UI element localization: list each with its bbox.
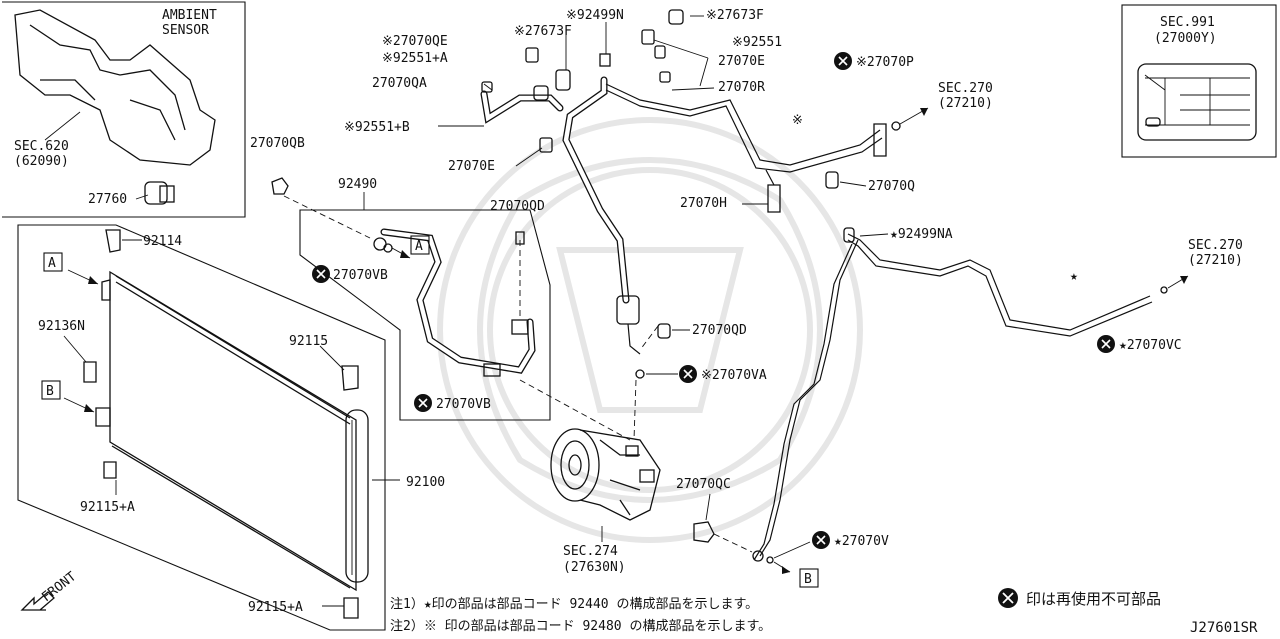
sec270-lower-1: SEC.270 [1188, 238, 1243, 253]
part-27070vc: ★27070VC [1119, 338, 1182, 353]
part-92551: ※92551 [732, 35, 782, 50]
part-27673f-right: ※27673F [706, 8, 764, 23]
part-27760: 27760 [88, 192, 127, 207]
sec991-inset: SEC.991 (27000Y) [1121, 4, 1277, 158]
diagram-code: J27601SR [1190, 620, 1258, 636]
part-92499na: ★92499NA [890, 227, 953, 242]
marker-b-box-right [799, 568, 819, 588]
sec270-lower-2: (27210) [1188, 253, 1243, 268]
star-mark-pipe: ★ [1070, 269, 1078, 284]
ambient-sec-2: (62090) [14, 154, 69, 169]
part-92115a-left: 92115+A [80, 500, 135, 515]
sec270-upper-1: SEC.270 [938, 81, 993, 96]
condenser-group [17, 224, 400, 631]
upper-piping [480, 9, 929, 355]
sec274-line2: (27630N) [563, 560, 626, 575]
marker-a-box-left [43, 252, 63, 272]
part-27070vb-bottom: 27070VB [436, 397, 491, 412]
part-92551b: ※92551+B [344, 120, 410, 135]
part-92499n: ※92499N [566, 8, 624, 23]
part-27070e-left: 27070E [448, 159, 495, 174]
part-27673f-left: ※27673F [514, 24, 572, 39]
part-92490: 92490 [338, 177, 377, 192]
ambient-sec-1: SEC.620 [14, 139, 69, 154]
part-27070h: 27070H [680, 196, 727, 211]
sec991-line2: (27000Y) [1154, 31, 1217, 46]
marker-a-box-hose [410, 235, 430, 255]
front-arrow: FRONT [20, 569, 79, 611]
marker-b-right: B [804, 572, 812, 587]
ambient-title-1: AMBIENT [162, 8, 217, 23]
part-27070vb-top: 27070VB [333, 268, 388, 283]
sec991-line1: SEC.991 [1160, 15, 1215, 30]
ambient-title-2: SENSOR [162, 23, 209, 38]
front-label: FRONT [39, 569, 79, 605]
part-27070qd-mid: 27070QD [692, 323, 747, 338]
part-27070q: 27070Q [868, 179, 915, 194]
hose-92490-group [271, 177, 631, 441]
compressor [550, 369, 661, 542]
sec270-upper-2: (27210) [938, 96, 993, 111]
star-mark-upper: ※ [792, 113, 803, 128]
part-92114: 92114 [143, 234, 182, 249]
marker-b-left: B [46, 384, 54, 399]
part-27070qb: 27070QB [250, 136, 305, 151]
part-27070e-right: 27070E [718, 54, 765, 69]
part-27070qc: 27070QC [676, 477, 731, 492]
marker-a-left: A [48, 256, 56, 271]
legend-text: 印は再使用不可部品 [1026, 590, 1161, 608]
note-2: 注2）※ 印の部品は部品コード 92480 の構成部品を示します。 [390, 619, 771, 634]
part-27070va: ※27070VA [701, 368, 767, 383]
part-27070qd-top: 27070QD [490, 199, 545, 214]
watermark-emblem [437, 117, 863, 543]
part-27070qe: ※27070QE [382, 34, 448, 49]
marker-b-box-left [41, 380, 61, 400]
part-27070p: ※27070P [856, 55, 914, 70]
part-92136n: 92136N [38, 319, 85, 334]
part-27070r: 27070R [718, 80, 765, 95]
marker-a-hose: A [415, 239, 423, 254]
sec274-line1: SEC.274 [563, 544, 618, 559]
note-1: 注1）★印の部品は部品コード 92440 の構成部品を示します。 [390, 597, 758, 612]
part-92115a-bottom: 92115+A [248, 600, 303, 615]
lower-right-piping [693, 227, 1189, 574]
part-27070v: ★27070V [834, 534, 889, 549]
ambient-sensor-inset: AMBIENT SENSOR SEC.620 (62090) 27760 [2, 1, 246, 218]
part-27070qa: 27070QA [372, 76, 427, 91]
part-92100: 92100 [406, 475, 445, 490]
part-92551a: ※92551+A [382, 51, 448, 66]
part-92115: 92115 [289, 334, 328, 349]
